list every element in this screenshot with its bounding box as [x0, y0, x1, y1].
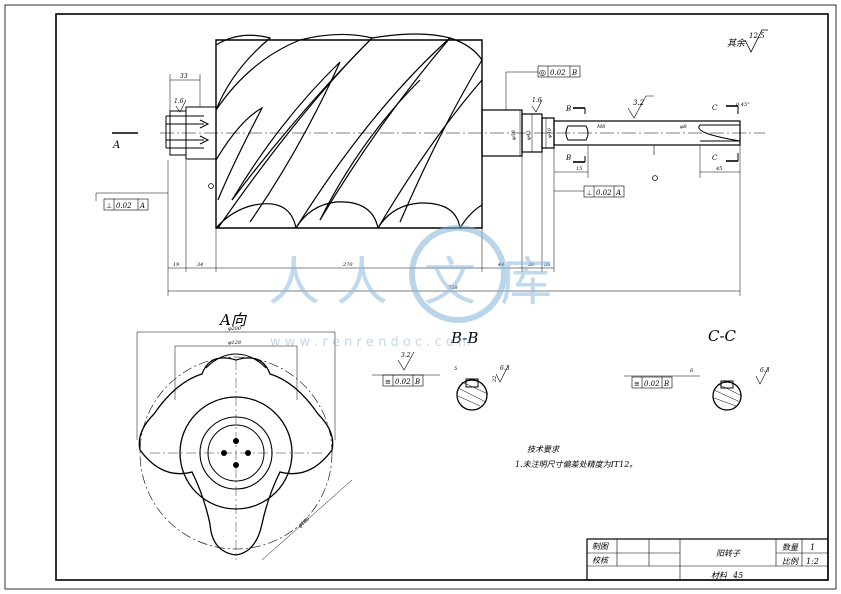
svg-text:A: A — [139, 202, 145, 210]
view-a: A向 φ200 φ128 φ180 — [136, 311, 353, 561]
svg-text:15: 15 — [576, 166, 582, 172]
svg-text:B: B — [565, 105, 571, 113]
svg-text:19: 19 — [173, 262, 180, 268]
watermark: 人 人 文 库 w w w . r e n r e n d o c . c o … — [268, 225, 552, 350]
svg-text:0.45°: 0.45° — [736, 102, 750, 108]
svg-text:B: B — [663, 380, 669, 388]
svg-text:3.2: 3.2 — [633, 99, 645, 107]
svg-text:5: 5 — [454, 366, 457, 372]
main-dimensions — [167, 74, 741, 296]
svg-text:758: 758 — [448, 285, 458, 291]
svg-text:≡: ≡ — [634, 380, 640, 388]
roughness-note: 其余 12.5 — [727, 29, 768, 53]
svg-text:M8: M8 — [596, 124, 605, 130]
svg-text:6.3: 6.3 — [760, 367, 770, 374]
svg-text:A: A — [112, 140, 120, 151]
svg-text:0.02: 0.02 — [116, 202, 132, 210]
svg-text:3.2: 3.2 — [401, 352, 411, 359]
svg-text:材料: 材料 — [711, 571, 728, 580]
svg-text:B: B — [414, 378, 420, 386]
svg-text:6.3: 6.3 — [500, 365, 510, 372]
svg-text:◎: ◎ — [539, 68, 546, 77]
svg-text:文: 文 — [424, 253, 476, 313]
svg-text:φ200: φ200 — [228, 326, 242, 332]
inner-frame — [55, 13, 829, 581]
svg-text:0.02: 0.02 — [596, 189, 612, 197]
svg-text:人: 人 — [336, 253, 388, 313]
svg-text:人: 人 — [268, 253, 320, 313]
svg-text:34: 34 — [197, 262, 203, 268]
svg-text:12.5: 12.5 — [749, 32, 765, 40]
svg-text:比例: 比例 — [782, 557, 800, 566]
svg-text:1.未注明尺寸偏差处精度为IT12。: 1.未注明尺寸偏差处精度为IT12。 — [515, 460, 637, 469]
svg-text:库: 库 — [500, 253, 552, 313]
svg-text:φ45: φ45 — [526, 130, 532, 140]
tech-requirements: 技术要求 1.未注明尺寸偏差处精度为IT12。 — [515, 445, 637, 469]
svg-text:33: 33 — [180, 73, 188, 80]
svg-text:数量: 数量 — [782, 543, 799, 552]
tolerance-frame-top-right: ◎ 0.02 B — [505, 65, 581, 110]
svg-text:C: C — [712, 154, 718, 162]
svg-text:0.02: 0.02 — [644, 380, 660, 388]
svg-text:⊥: ⊥ — [106, 202, 112, 210]
svg-text:技术要求: 技术要求 — [527, 445, 560, 454]
svg-text:B-B: B-B — [450, 329, 478, 347]
svg-text:φ8: φ8 — [680, 124, 687, 130]
svg-text:1.6: 1.6 — [174, 98, 184, 105]
main-dimension-text: 33 1.6 19 34 270 44 30 35 758 φ58 φ45 φ4… — [173, 73, 750, 291]
svg-text:⊥: ⊥ — [586, 189, 592, 197]
svg-text:C-C: C-C — [708, 327, 737, 345]
svg-text:1: 1 — [810, 543, 815, 552]
svg-text:校核: 校核 — [592, 556, 610, 565]
svg-text:1:2: 1:2 — [806, 557, 819, 566]
svg-text:6: 6 — [690, 368, 694, 374]
svg-text:≡: ≡ — [385, 378, 391, 386]
rotor-main-view: B B C C A — [112, 33, 765, 229]
svg-text:B: B — [565, 154, 571, 162]
title-block: 制图 校核 阳转子 数量 1 比例 1:2 材料 45 — [586, 538, 829, 581]
svg-text:45: 45 — [715, 166, 722, 172]
tolerance-frame-right: ⊥ 0.02 A — [554, 185, 625, 198]
svg-text:30: 30 — [528, 262, 535, 268]
svg-text:阳转子: 阳转子 — [716, 549, 741, 558]
tolerance-frame-left: ⊥ 0.02 A — [95, 192, 168, 211]
svg-text:A: A — [615, 189, 621, 197]
svg-text:A向: A向 — [218, 311, 248, 329]
svg-text:0.02: 0.02 — [395, 378, 411, 386]
svg-text:1.6: 1.6 — [532, 97, 542, 104]
svg-text:w w w . r e n r e n d o c . c: w w w . r e n r e n d o c . c o m — [270, 335, 471, 350]
svg-text:35: 35 — [544, 262, 550, 268]
svg-text:C: C — [712, 104, 718, 112]
svg-text:φ40: φ40 — [547, 127, 553, 138]
svg-text:其余: 其余 — [727, 38, 746, 49]
svg-text:B: B — [571, 69, 577, 77]
svg-text:φ58: φ58 — [511, 130, 517, 140]
svg-text:φ128: φ128 — [228, 340, 241, 346]
svg-text:270: 270 — [342, 262, 353, 268]
section-cc: C-C 6 6.3 ≡ 0.02 B — [624, 327, 770, 411]
svg-text:22: 22 — [492, 376, 498, 383]
svg-text:制图: 制图 — [592, 542, 609, 551]
svg-text:45: 45 — [732, 571, 743, 580]
section-bb: B-B 5 22 3.2 6.3 ≡ 0.02 B — [372, 329, 510, 411]
outer-frame — [4, 4, 837, 590]
svg-text:0.02: 0.02 — [550, 69, 566, 77]
